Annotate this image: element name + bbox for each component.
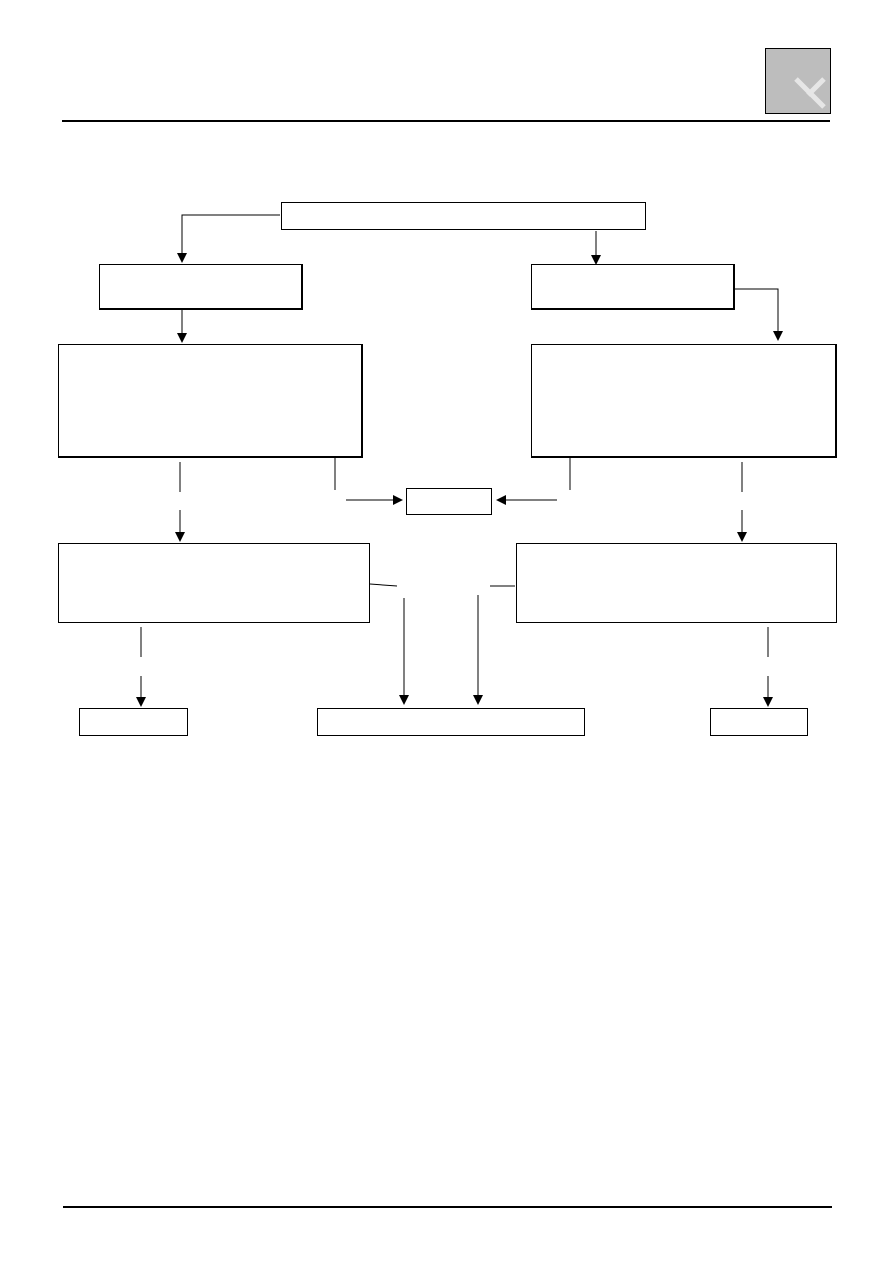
cross-mark-icon: [794, 77, 826, 109]
flow-node-right-detail: [531, 344, 837, 458]
flow-node-left-branch: [99, 264, 303, 310]
connector-right-branch-detail: [735, 288, 783, 341]
flow-node-bottom-right: [710, 708, 808, 736]
flow-node-bottom-left: [79, 708, 188, 736]
flow-node-top: [281, 202, 646, 230]
header-rule: [62, 120, 830, 122]
flow-node-right-branch: [531, 264, 735, 310]
flow-node-left-lower: [58, 543, 370, 623]
flow-node-left-detail: [58, 344, 363, 458]
section-tab: [765, 48, 831, 114]
flow-node-bottom-center: [317, 708, 585, 736]
flow-node-center-junction: [406, 488, 492, 515]
footer-rule: [63, 1206, 832, 1208]
connector-top-left: [177, 214, 280, 263]
connector-left-lower-center-a: [369, 583, 398, 587]
flow-node-right-lower: [516, 543, 837, 623]
